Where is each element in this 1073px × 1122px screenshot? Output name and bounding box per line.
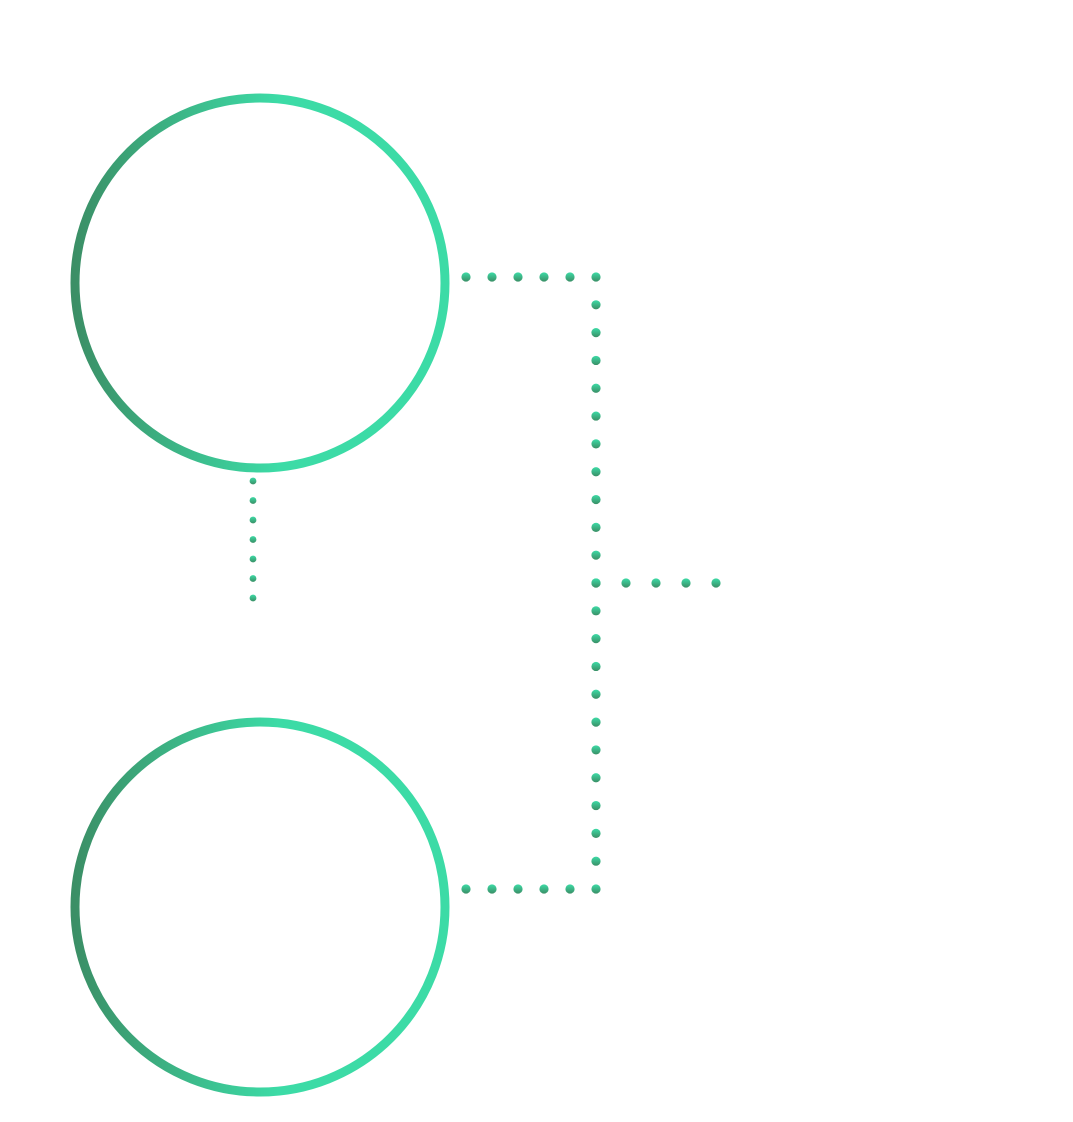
connector-dot (591, 522, 601, 532)
connector-dot (249, 477, 257, 485)
connector-dot (591, 383, 601, 393)
connector-dot (711, 578, 721, 588)
connector-dot (249, 575, 257, 582)
connector-dot (565, 884, 575, 894)
connector-dot (539, 884, 549, 894)
connector-dot (591, 328, 601, 338)
connector-dot (591, 272, 601, 282)
connector-dot (591, 355, 601, 366)
connector-dot (681, 578, 691, 588)
connector-dot (591, 300, 601, 310)
connector-dot (591, 828, 601, 838)
connector-dot (591, 606, 601, 616)
connector-dot (591, 717, 601, 727)
connector-dot (487, 884, 497, 894)
connector-dot (513, 272, 523, 282)
connector-dot (461, 884, 471, 894)
connector-dot (249, 497, 257, 504)
connector-dot (591, 884, 601, 894)
connector-dot (591, 661, 601, 672)
connector-dot (621, 578, 631, 588)
top-circle-node (70, 93, 450, 473)
connector-dot (249, 516, 257, 524)
bottom-connector-dots (461, 884, 601, 894)
connector-dot (591, 550, 601, 560)
connector-dot (591, 856, 601, 866)
connector-dot (591, 411, 601, 421)
bracket-output-dots (591, 578, 721, 588)
top-stem-dots (249, 477, 257, 602)
connector-dot (591, 800, 601, 811)
connector-dot (249, 594, 257, 602)
connector-dot (487, 272, 497, 282)
bottom-circle-node (70, 717, 450, 1097)
connector-dot (651, 578, 661, 588)
top-connector-dots (461, 272, 601, 282)
connector-dot (461, 272, 471, 282)
connector-dot (565, 272, 575, 282)
connector-dot (513, 884, 523, 894)
connector-dot (591, 689, 601, 699)
connector-dot (591, 745, 601, 755)
connector-dot (249, 555, 257, 563)
connector-dot (539, 272, 549, 282)
connector-dot (591, 439, 601, 449)
connector-dot (591, 773, 601, 783)
connector-dot (591, 494, 601, 505)
connector-dot (591, 467, 601, 477)
connector-dot (591, 634, 601, 644)
connector-dot (249, 536, 257, 543)
connector-lines (249, 272, 721, 894)
connector-dot (591, 578, 601, 588)
